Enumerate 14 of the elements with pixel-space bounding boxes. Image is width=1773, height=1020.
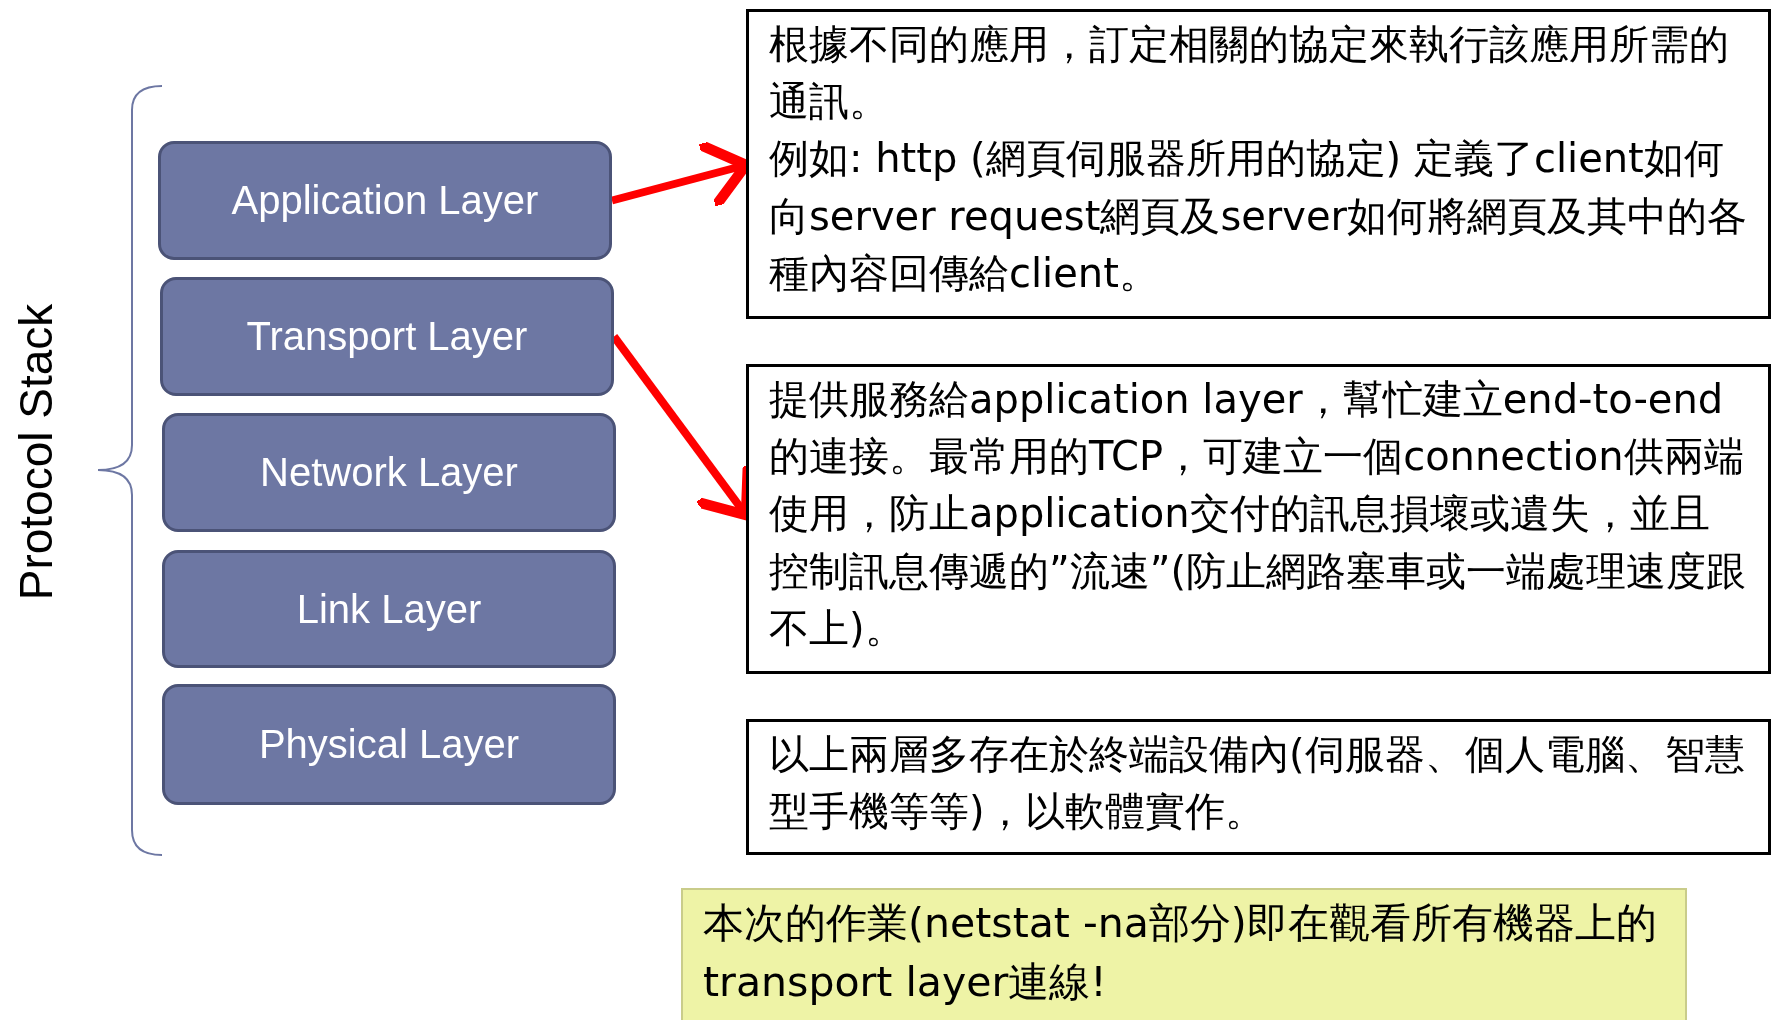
description-text: 以上兩層多存在於終端設備內(伺服器、個人電腦、智慧型手機等等)，以軟體實作。 (769, 730, 1746, 837)
layer-box: Physical Layer (162, 684, 616, 805)
layer-box: Application Layer (158, 141, 612, 260)
layer-box: Network Layer (162, 413, 616, 532)
description-text: 例如: http (網頁伺服器所用的協定) 定義了client如何向server request網頁及server如何將網頁及其中的各種內容回傳給client。 (769, 134, 1748, 298)
text-box (746, 9, 1771, 319)
vertical-label: Protocol Stack (9, 303, 63, 601)
description-text: 提供服務給application layer，幫忙建立end-to-end的連接。最常用的TCP，可建立一個connection供兩端使用，防止application交付的訊息損壞或遺失，並且控制訊息傳遞的”流速”(防止網路塞車或一端處理速度跟不上)。 (769, 375, 1748, 653)
description-text: 本次的作業(netstat -na部分)即在觀看所有機器上的transport layer連線! (703, 898, 1658, 1008)
text-box (746, 719, 1771, 855)
layer-box: Link Layer (162, 550, 616, 668)
layer-box: Transport Layer (160, 277, 614, 396)
note-box (681, 888, 1687, 1020)
description-text: 根據不同的應用，訂定相關的協定來執行該應用所需的通訊。 (769, 20, 1730, 127)
